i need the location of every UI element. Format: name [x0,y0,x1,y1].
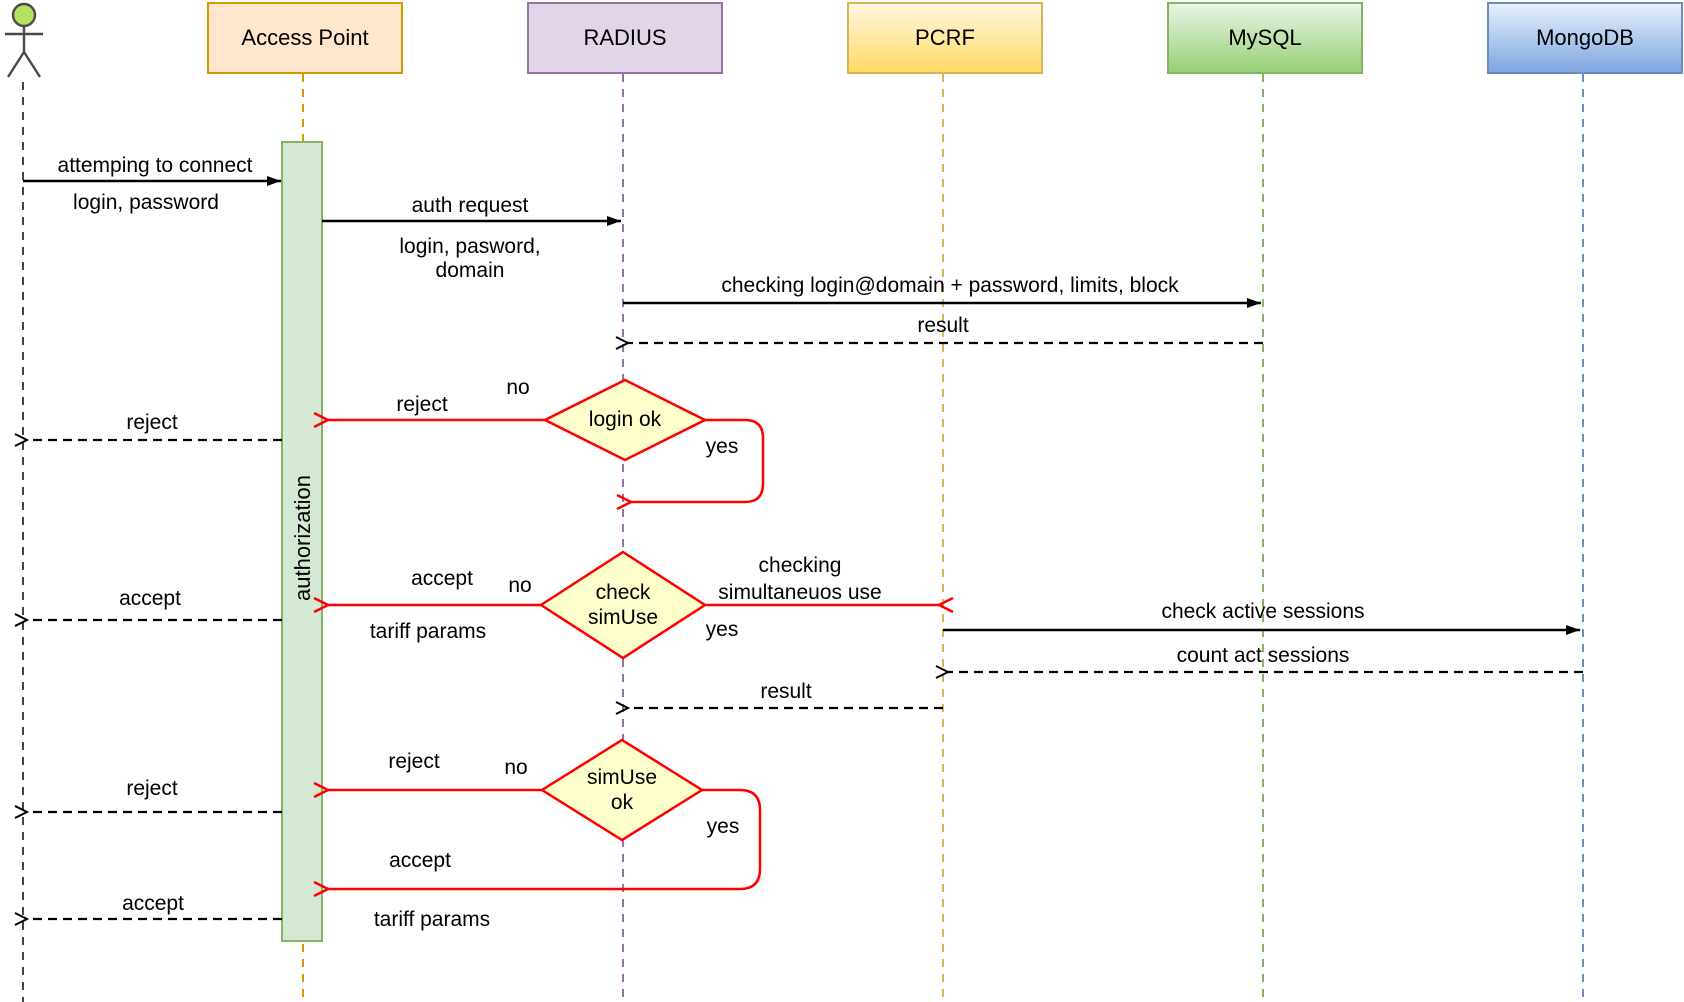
label-check-simuse-yes: yes [705,617,739,641]
label-auth-request-param2: domain [435,258,505,282]
arrow-login-ok-yes-loop [630,418,765,502]
activation-label: authorization [290,475,315,601]
label-attempt-title: attemping to connect [57,153,253,177]
label-login-ok-reject: reject [396,392,448,416]
label-accept-to-user-2: accept [122,891,184,915]
label-auth-request-title: auth request [411,193,529,217]
label-reject-to-user-1: reject [126,410,178,434]
label-simuse-ok-line2: ok [610,790,634,814]
arrow-simuse-ok-yes-accept [327,788,762,889]
label-check-active-sessions: check active sessions [1161,599,1365,623]
label-db-check: checking login@domain + password, limits… [721,273,1179,297]
label-auth-request-param1: login, pasword, [399,234,541,258]
label-attempt-param: login, password [73,190,219,214]
label-login-ok-yes: yes [705,434,739,458]
label-simuse-accept: accept [411,566,473,590]
label-reject-to-user-2: reject [126,776,178,800]
participant-access-point: Access Point [207,2,403,74]
activation-bar [281,141,323,942]
label-count-act-sessions: count act sessions [1176,643,1350,667]
label-simuse-tariff: tariff params [369,619,487,643]
label-check-simuse-no: no [508,573,532,597]
label-pcrf-result: result [760,679,812,703]
participant-radius: RADIUS [527,2,723,74]
actor-icon [5,2,43,78]
label-checking-line2: simultaneuos use [718,580,882,604]
label-simuse-ok-line1: simUse [586,765,658,789]
decision-check-simuse [538,550,708,660]
label-simuse-ok-accept: accept [389,848,451,872]
label-simuse-ok-yes: yes [706,814,740,838]
participant-pcrf: PCRF [847,2,1043,74]
label-accept-to-user-1: accept [119,586,181,610]
label-simuse-ok-no: no [504,755,528,779]
participant-mysql: MySQL [1167,2,1363,74]
decision-login-ok [542,378,708,462]
label-login-ok-condition: login ok [588,407,662,431]
label-simuse-ok-reject: reject [388,749,440,773]
decision-simuse-ok [539,738,705,842]
label-login-ok-no: no [506,375,530,399]
label-db-result: result [917,313,969,337]
label-check-simuse-line2: simUse [587,605,659,629]
label-checking-line1: checking [758,553,842,577]
label-simuse-ok-tariff: tariff params [373,907,491,931]
label-check-simuse-line1: check [595,580,651,604]
participant-mongodb: MongoDB [1487,2,1683,74]
